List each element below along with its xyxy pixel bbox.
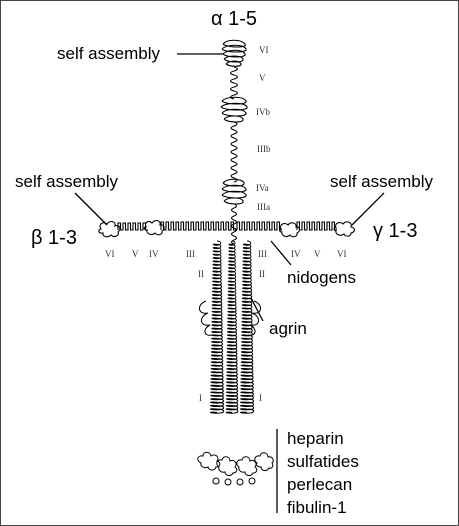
beta-rod-outer [117,222,148,231]
alpha-rod-upper [229,66,239,100]
beta-rod-inner [160,221,236,231]
beta-domain-i: I [199,393,202,403]
domain-labels: VI V IVb IIIb IVa IIIa VI V IV III II I … [105,45,347,403]
beta-globule-iv [143,220,165,236]
lg-globular-domains [197,451,274,476]
gamma-globule-vi [333,221,355,237]
coil-strand-right [239,240,255,414]
gamma-domain-iii: III [258,249,267,259]
beta-chain-label: β 1-3 [31,227,77,249]
coil-strand-middle [225,240,239,414]
coil-strand-left [209,240,225,414]
coiled-coil-long-arm [197,240,274,486]
alpha-chain [220,39,248,245]
self-assembly-left-label: self assembly [15,172,118,191]
text-labels: α 1-5 self assembly self assembly self a… [15,8,433,338]
lg-small-circles [212,477,256,486]
gamma-domain-iv: IV [291,249,301,259]
beta-domain-iv: IV [149,249,159,259]
ligand-perlecan: perlecan [287,475,352,494]
alpha-domain-v: V [259,73,266,83]
agrin-label: agrin [269,319,307,338]
alpha-domain-iiia: IIIa [257,202,270,212]
beta-domain-v: V [132,249,139,259]
leader-agrin [250,297,264,322]
gamma-rod-outer [296,221,337,231]
gamma-domain-vi: VI [337,249,347,259]
beta-domain-iii: III [186,249,195,259]
gamma-chain-arm [236,221,355,238]
nidogens-label: nidogens [287,268,356,287]
alpha-domain-ivb: IVb [256,107,270,117]
alpha-chain-label: α 1-5 [211,8,257,30]
alpha-domain-vi: VI [259,45,269,55]
gamma-globule-iv [279,222,301,238]
beta-domain-ii: II [198,269,204,279]
alpha-rod-middle [230,121,238,183]
gamma-domain-v: V [314,249,321,259]
ligand-fibulin-1: fibulin-1 [287,498,347,517]
self-assembly-right-label: self assembly [330,172,433,191]
ligand-list: heparin sulfatides perlecan fibulin-1 [287,429,359,517]
leader-lines [74,53,385,513]
beta-chain-arm [98,220,236,238]
alpha-globule-vi [221,39,247,67]
leader-nidogens [270,240,292,266]
leader-self-assembly-left [74,192,108,226]
beta-domain-vi: VI [105,249,115,259]
gamma-chain-label: γ 1-3 [373,220,417,242]
alpha-globule-ivb [220,96,248,123]
gamma-rod-inner [236,221,282,231]
alpha-domain-iva: IVa [256,183,269,193]
gamma-domain-i: I [259,393,262,403]
coil-upper-loops [199,300,261,336]
self-assembly-top-label: self assembly [57,44,160,63]
ligand-sulfatides: sulfatides [287,452,359,471]
beta-globule-vi [98,221,121,238]
alpha-globule-iva [221,178,247,205]
alpha-domain-iiib: IIIb [257,144,271,154]
ligand-heparin: heparin [287,429,344,448]
gamma-domain-ii: II [259,269,265,279]
leader-self-assembly-right [351,192,385,226]
